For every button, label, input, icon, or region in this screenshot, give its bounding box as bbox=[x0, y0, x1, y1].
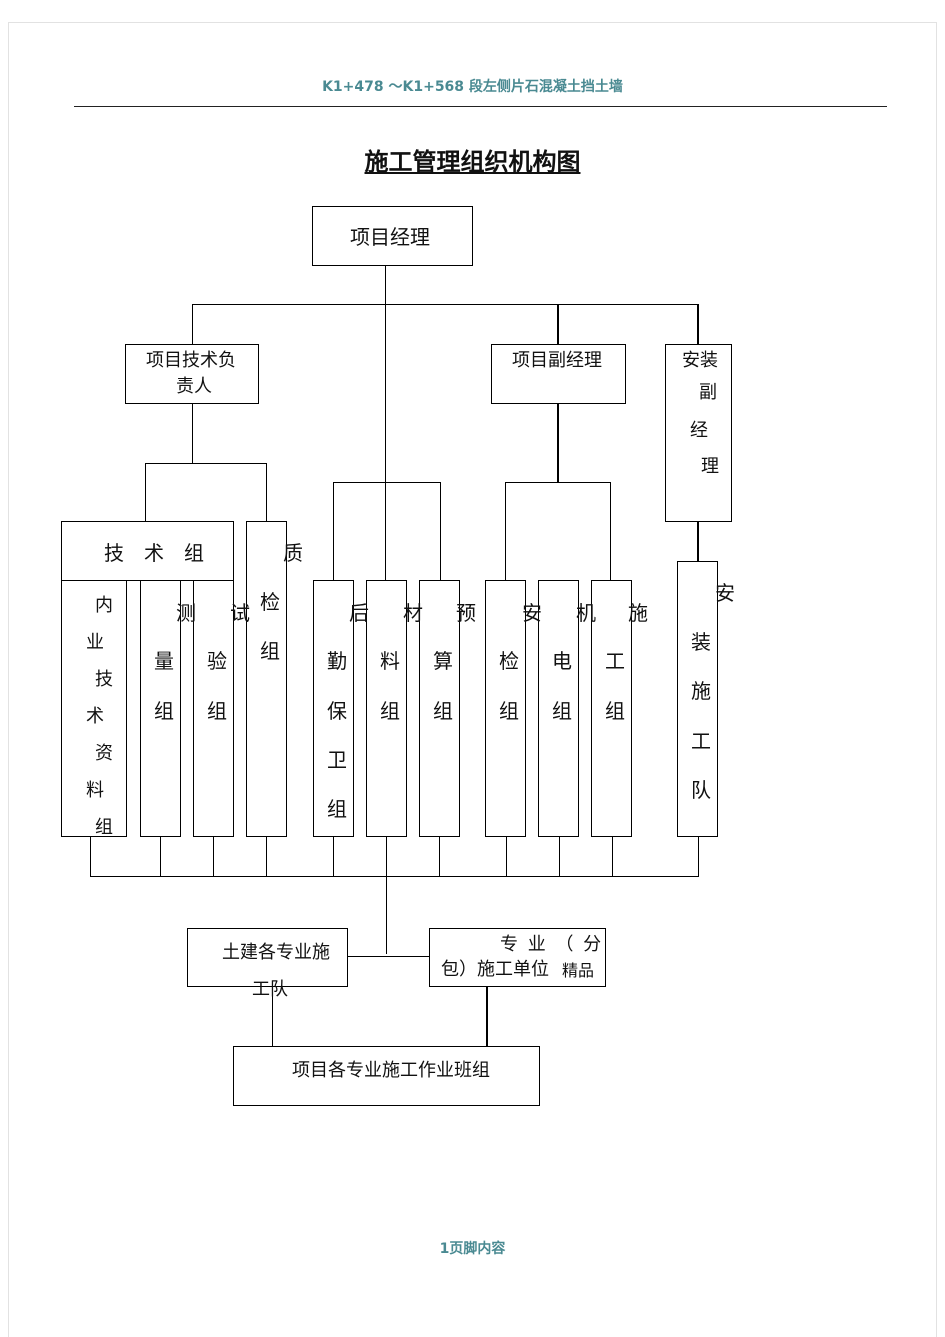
install-team-label: 安 bbox=[715, 581, 735, 605]
deputy-pm-box bbox=[491, 344, 626, 404]
test-group-c1: 验 bbox=[207, 649, 227, 673]
civil-teams-label-line2: 工队 bbox=[252, 979, 288, 1000]
construct-group-c1: 工 bbox=[605, 649, 625, 673]
test-group-box bbox=[193, 580, 234, 837]
project-manager-label: 项目经理 bbox=[350, 225, 430, 249]
material-label: 材 bbox=[403, 601, 423, 625]
mech-group-c1: 电 bbox=[552, 649, 572, 673]
inner-group-char-7: 组 bbox=[95, 817, 113, 838]
page-header: K1+478 ～K1+568 段左侧片石混凝土挡土墙 bbox=[322, 79, 623, 95]
inner-group-char-3: 技 bbox=[95, 669, 113, 690]
tech-group-label: 技 术 组 bbox=[104, 541, 204, 565]
quality-group-c2: 组 bbox=[260, 639, 280, 663]
safety-group-box bbox=[485, 580, 526, 837]
budget-group-c1: 算 bbox=[433, 649, 453, 673]
measure-label: 测 bbox=[176, 601, 196, 625]
measure-group-c2: 组 bbox=[154, 699, 174, 723]
page-border bbox=[8, 22, 937, 1337]
work-teams-box bbox=[233, 1046, 540, 1106]
inner-group-char-4: 术 bbox=[86, 706, 104, 727]
header-rule bbox=[74, 106, 887, 107]
subcontract-tag: 精品 bbox=[562, 961, 595, 980]
quality-label: 质 bbox=[283, 541, 303, 565]
mech-label: 机 bbox=[576, 601, 596, 625]
subcontract-label-line2: 包）施工单位 bbox=[441, 959, 549, 980]
material-group-c2: 组 bbox=[380, 699, 400, 723]
budget-group-box bbox=[419, 580, 460, 837]
quality-group-box bbox=[246, 521, 287, 837]
deputy-pm-label: 项目副经理 bbox=[512, 350, 602, 371]
logistics-label: 后 bbox=[349, 601, 369, 625]
budget-label: 预 bbox=[456, 601, 476, 625]
inner-group-char-2: 业 bbox=[86, 632, 104, 653]
inner-tech-docs-box bbox=[61, 580, 127, 837]
install-team-c1: 装 bbox=[691, 630, 711, 654]
quality-group-c1: 检 bbox=[260, 590, 280, 614]
inner-group-char-6: 料 bbox=[86, 780, 104, 801]
install-deputy-box bbox=[665, 344, 732, 522]
page-footer: 1页脚内容 bbox=[439, 1241, 506, 1257]
safety-group-c1: 检 bbox=[499, 649, 519, 673]
test-group-c2: 组 bbox=[207, 699, 227, 723]
tech-lead-box bbox=[125, 344, 259, 404]
civil-teams-box bbox=[187, 928, 348, 987]
install-deputy-label-1: 安装 bbox=[682, 350, 718, 371]
measure-group-box bbox=[140, 580, 181, 837]
logistics-group-c3: 卫 bbox=[327, 748, 347, 772]
install-team-c2: 施 bbox=[691, 679, 711, 703]
tech-lead-label-line1: 项目技术负 bbox=[146, 350, 236, 371]
measure-group-c1: 量 bbox=[154, 649, 174, 673]
logistics-group-c4: 组 bbox=[327, 797, 347, 821]
install-deputy-label-2: 副 bbox=[699, 382, 717, 403]
subcontract-box bbox=[429, 928, 606, 987]
budget-group-c2: 组 bbox=[433, 699, 453, 723]
subcontract-label-line1: 专 业 （ 分 bbox=[500, 934, 602, 955]
install-team-c3: 工 bbox=[691, 729, 711, 753]
logistics-group-c2: 保 bbox=[327, 699, 347, 723]
test-label: 试 bbox=[230, 601, 250, 625]
material-group-box bbox=[366, 580, 407, 837]
mech-group-box bbox=[538, 580, 579, 837]
civil-teams-label-line1: 土建各专业施 bbox=[222, 942, 330, 963]
install-team-c4: 队 bbox=[691, 778, 711, 802]
mech-group-c2: 组 bbox=[552, 699, 572, 723]
logistics-group-c1: 勤 bbox=[327, 649, 347, 673]
inner-group-char-5: 资 bbox=[95, 743, 113, 764]
work-teams-label: 项目各专业施工作业班组 bbox=[292, 1060, 490, 1081]
install-deputy-label-4: 理 bbox=[701, 456, 719, 477]
construct-label: 施 bbox=[628, 601, 648, 625]
construct-group-c2: 组 bbox=[605, 699, 625, 723]
logistics-group-box bbox=[313, 580, 354, 837]
safety-group-c2: 组 bbox=[499, 699, 519, 723]
inner-group-char-1: 内 bbox=[95, 595, 113, 616]
document-title: 施工管理组织机构图 bbox=[364, 147, 581, 176]
tech-lead-label-line2: 责人 bbox=[176, 376, 212, 397]
material-group-c1: 料 bbox=[380, 649, 400, 673]
install-deputy-label-3: 经 bbox=[690, 420, 708, 441]
safety-label: 安 bbox=[522, 601, 542, 625]
install-team-box bbox=[677, 561, 718, 837]
construct-group-box bbox=[591, 580, 632, 837]
project-manager-box bbox=[312, 206, 473, 266]
